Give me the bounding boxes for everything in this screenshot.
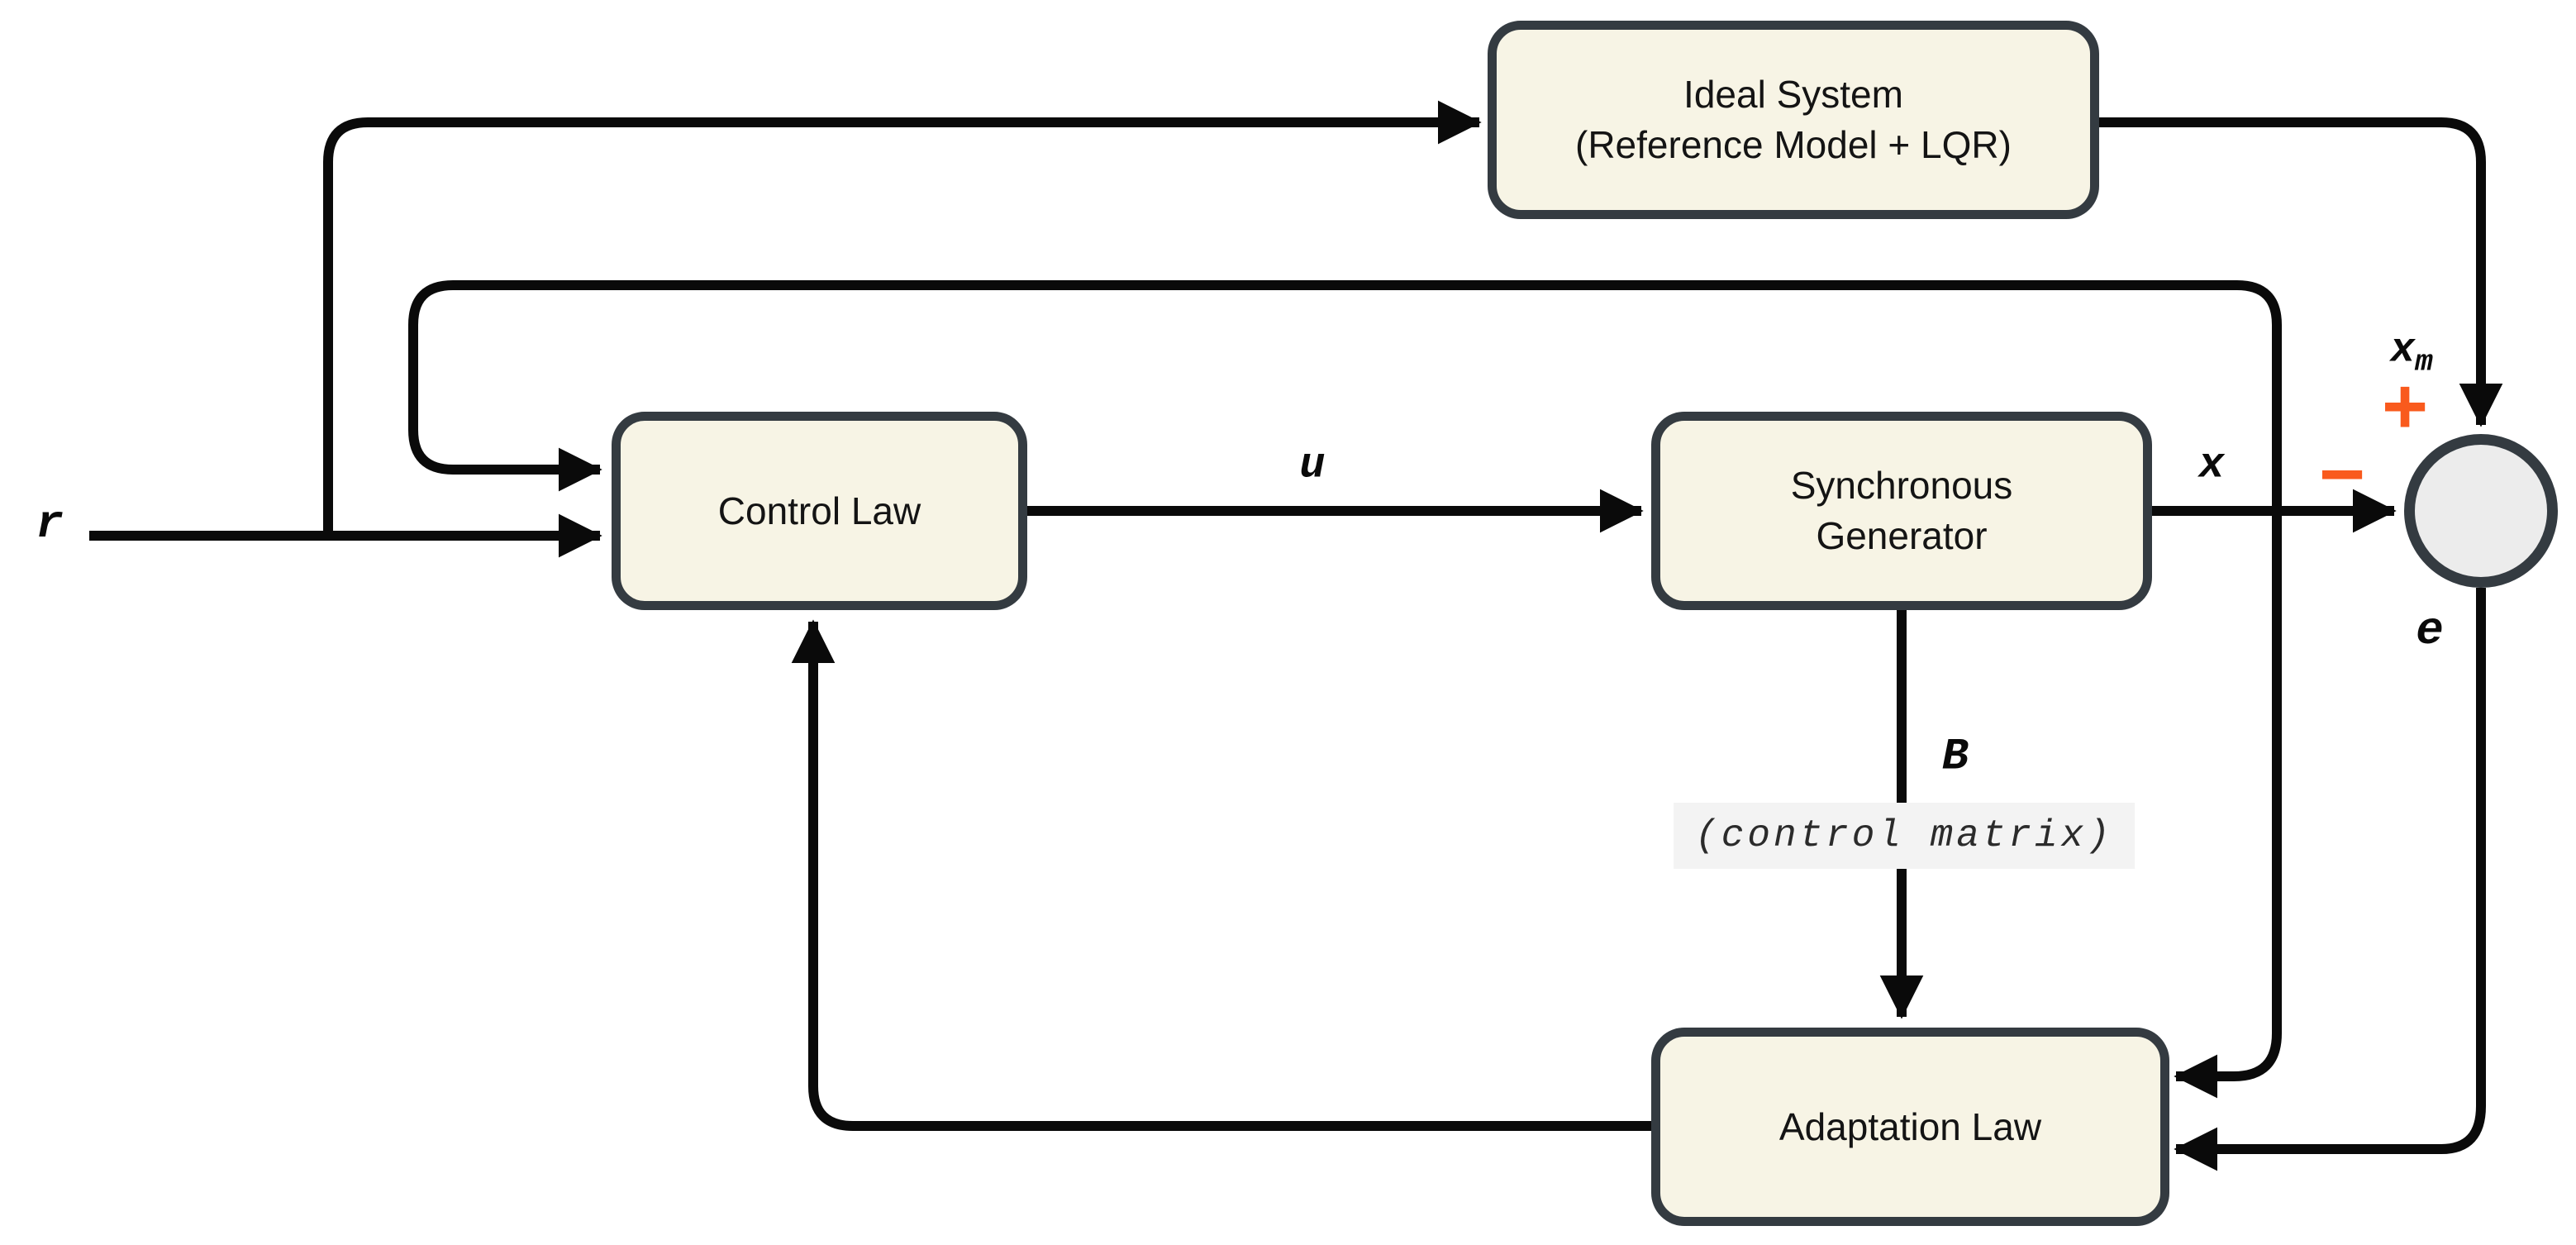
synchronous-generator-label-line1: Synchronous [1790,464,2013,508]
signal-label-xm: xm [2390,327,2433,378]
signal-label-xm-base: x [2390,327,2416,374]
connector-x-feedback-to-adaptation-law [2174,511,2282,1099]
connector-xm-to-junction [2099,117,2503,427]
connector-adaptation-to-control-law [791,619,1651,1131]
signal-label-b: B [1941,732,1969,783]
adaptation-law-block: Adaptation Law [1651,1028,2169,1226]
connector-x-feedback-to-control-law [408,280,2282,511]
plus-sign: + [2381,362,2429,451]
connector-e-to-adaptation-law [2174,588,2486,1171]
summing-junction [2404,434,2558,588]
control-law-label: Control Law [717,489,921,532]
adaptation-law-label: Adaptation Law [1778,1104,2042,1148]
ideal-system-label-line2: (Reference Model + LQR) [1575,123,2012,166]
ideal-system-label-line1: Ideal System [1683,73,1903,117]
connector-r-to-ideal-system [323,100,1482,536]
control-law-block: Control Law [612,412,1027,610]
synchronous-generator-block: Synchronous Generator [1651,412,2152,610]
control-matrix-note: (control matrix) [1674,803,2135,869]
synchronous-generator-label-line2: Generator [1816,514,1988,557]
signal-label-u: u [1299,441,1326,490]
signal-label-xm-subscript: m [2415,345,2433,379]
ideal-system-block: Ideal System (Reference Model + LQR) [1488,21,2099,219]
signal-label-x: x [2198,441,2225,490]
signal-label-e: e [2416,604,2444,657]
signal-label-r: r [36,498,64,551]
minus-sign: − [2318,430,2366,518]
